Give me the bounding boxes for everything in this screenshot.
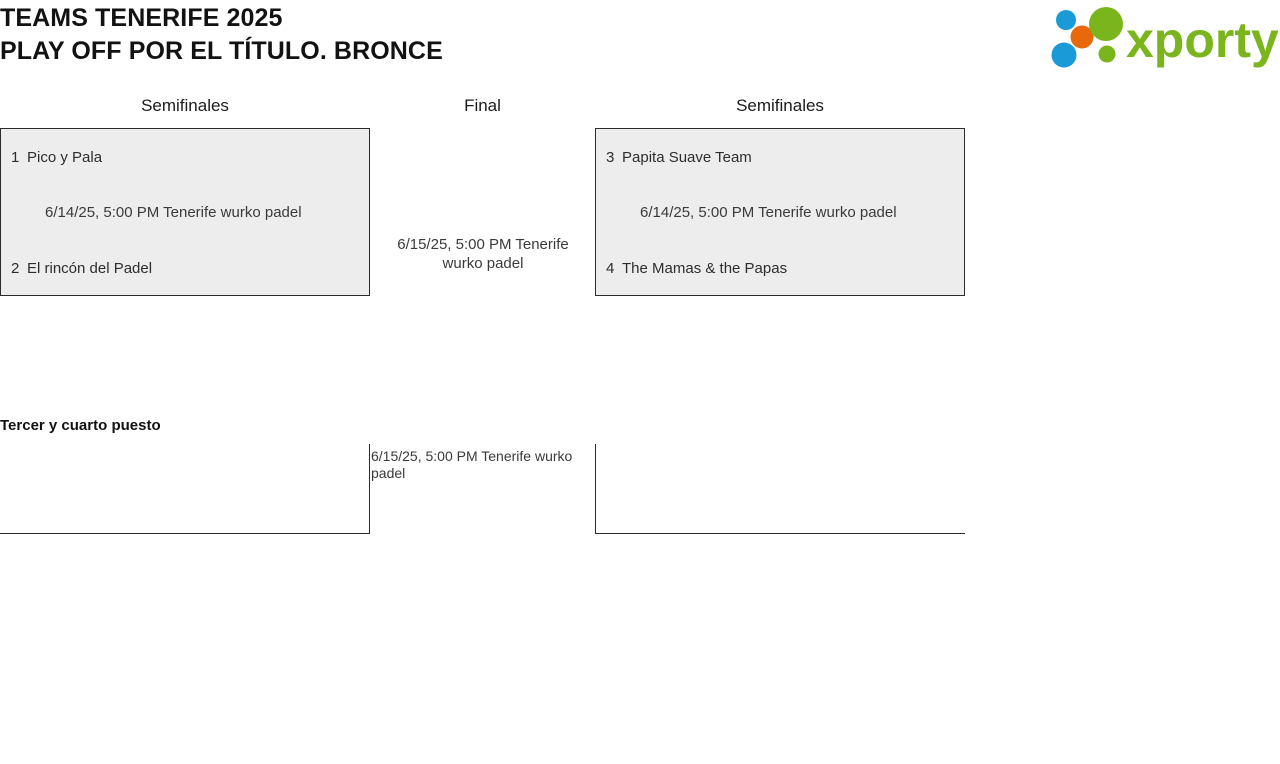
page-title: TEAMS TENERIFE 2025 PLAY OFF POR EL TÍTU… (0, 2, 443, 68)
seed-number: 2 (11, 260, 20, 277)
round-header-final: Final (464, 96, 501, 115)
match-card-semifinal-right[interactable]: 3 Papita Suave Team 6/14/25, 5:00 PM Ten… (595, 128, 965, 296)
match-schedule-info: 6/14/25, 5:00 PM Tenerife wurko padel (640, 204, 897, 221)
third-place-schedule-info: 6/15/25, 5:00 PM Tenerife wurko padel (371, 448, 573, 481)
third-place-title: Tercer y cuarto puesto (0, 417, 161, 434)
match-card-semifinal-left[interactable]: 1 Pico y Pala 6/14/25, 5:00 PM Tenerife … (0, 128, 370, 296)
team-name: El rincón del Padel (27, 260, 153, 277)
final-schedule-info: 6/15/25, 5:00 PM Tenerife wurko padel (397, 236, 569, 272)
seed-number: 3 (606, 149, 615, 166)
third-place-slot-right[interactable] (595, 444, 965, 534)
team-slot-1[interactable]: 1 Pico y Pala (11, 149, 361, 166)
team-name: The Mamas & the Papas (622, 260, 788, 277)
team-slot-4[interactable]: 4 The Mamas & the Papas (606, 260, 956, 277)
round-header-semifinal-left: Semifinales (141, 96, 229, 115)
team-name: Papita Suave Team (622, 149, 752, 166)
team-name: Pico y Pala (27, 149, 103, 166)
tournament-phase: PLAY OFF POR EL TÍTULO. BRONCE (0, 37, 443, 65)
svg-text:xporty: xporty (1126, 12, 1278, 68)
third-place-slot-left[interactable] (0, 444, 370, 534)
team-slot-2[interactable]: 2 El rincón del Padel (11, 260, 361, 277)
seed-number: 4 (606, 260, 615, 277)
xporty-logo[interactable]: xporty (1048, 6, 1279, 68)
match-schedule-info: 6/14/25, 5:00 PM Tenerife wurko padel (45, 204, 302, 221)
round-header-semifinal-right: Semifinales (736, 96, 824, 115)
seed-number: 1 (11, 149, 20, 166)
tournament-name: TEAMS TENERIFE 2025 (0, 4, 283, 32)
team-slot-3[interactable]: 3 Papita Suave Team (606, 149, 956, 166)
